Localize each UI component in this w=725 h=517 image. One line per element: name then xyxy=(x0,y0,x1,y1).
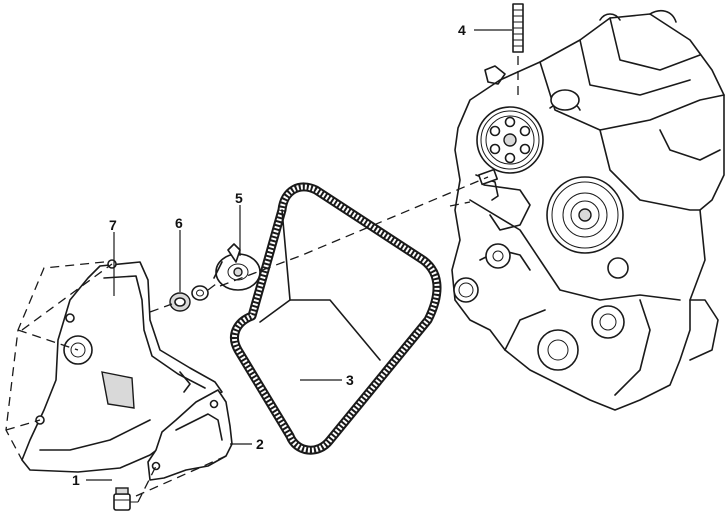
callout-labels: 1 2 3 4 5 6 7 xyxy=(72,22,466,488)
callout-2: 2 xyxy=(256,436,264,452)
cover-bolt xyxy=(113,487,138,511)
callout-6: 6 xyxy=(175,215,183,231)
tensioner-bolt-and-washer xyxy=(149,283,217,313)
camshaft-sprocket xyxy=(476,106,544,174)
callout-7: 7 xyxy=(109,217,117,233)
callout-1: 1 xyxy=(72,472,80,488)
timing-cover-rear xyxy=(21,259,223,473)
engine-pulleys xyxy=(453,168,629,371)
callout-leaders xyxy=(86,29,512,481)
timing-cover-front xyxy=(147,389,233,481)
pump-sprocket xyxy=(546,176,624,254)
callout-5: 5 xyxy=(235,190,243,206)
assembly-dashed-lines xyxy=(5,176,489,503)
tensioner xyxy=(213,243,261,291)
timing-belt xyxy=(230,182,442,455)
callout-3: 3 xyxy=(346,372,354,388)
stud-bolt xyxy=(512,3,524,98)
callout-4: 4 xyxy=(458,22,466,38)
